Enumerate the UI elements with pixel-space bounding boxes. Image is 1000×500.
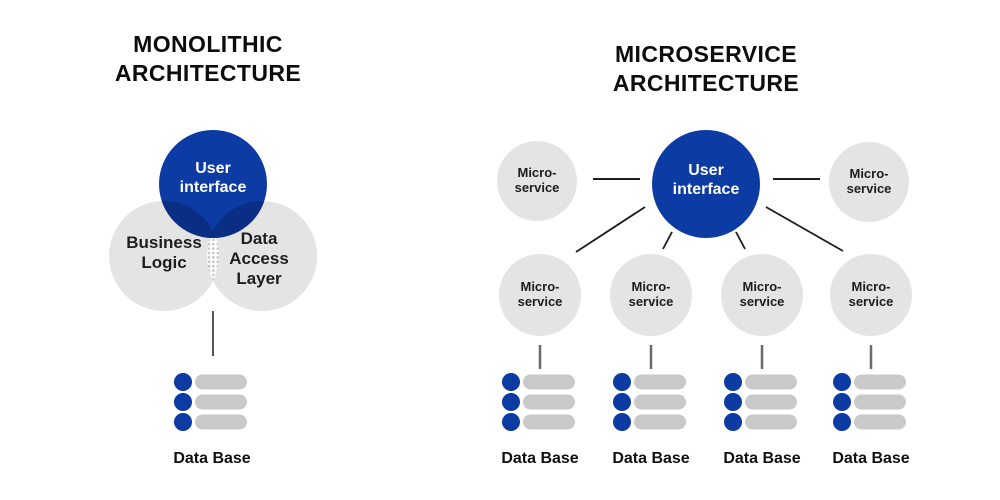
connector-lower-2-line [662, 231, 673, 250]
database-icon [613, 373, 686, 431]
microservice-lower-2-circle [610, 254, 692, 336]
database-icon [724, 373, 797, 431]
microservice-upper-right-circle [829, 142, 909, 222]
blue-overlap-left [159, 201, 219, 238]
microservice-lower-4-circle [830, 254, 912, 336]
database-icon [833, 373, 906, 431]
connector-lower-1-line [575, 206, 646, 253]
connector-lower-4-line [765, 206, 844, 252]
microservice-upper-left-circle [497, 141, 577, 221]
database-icon [174, 373, 247, 431]
microservice-user-interface-circle [652, 130, 760, 238]
blue-overlap-right [207, 201, 267, 238]
database-icon [502, 373, 575, 431]
microservice-lower-3-circle [721, 254, 803, 336]
connector-lower-3-line [735, 231, 746, 250]
microservice-lower-1-circle [499, 254, 581, 336]
